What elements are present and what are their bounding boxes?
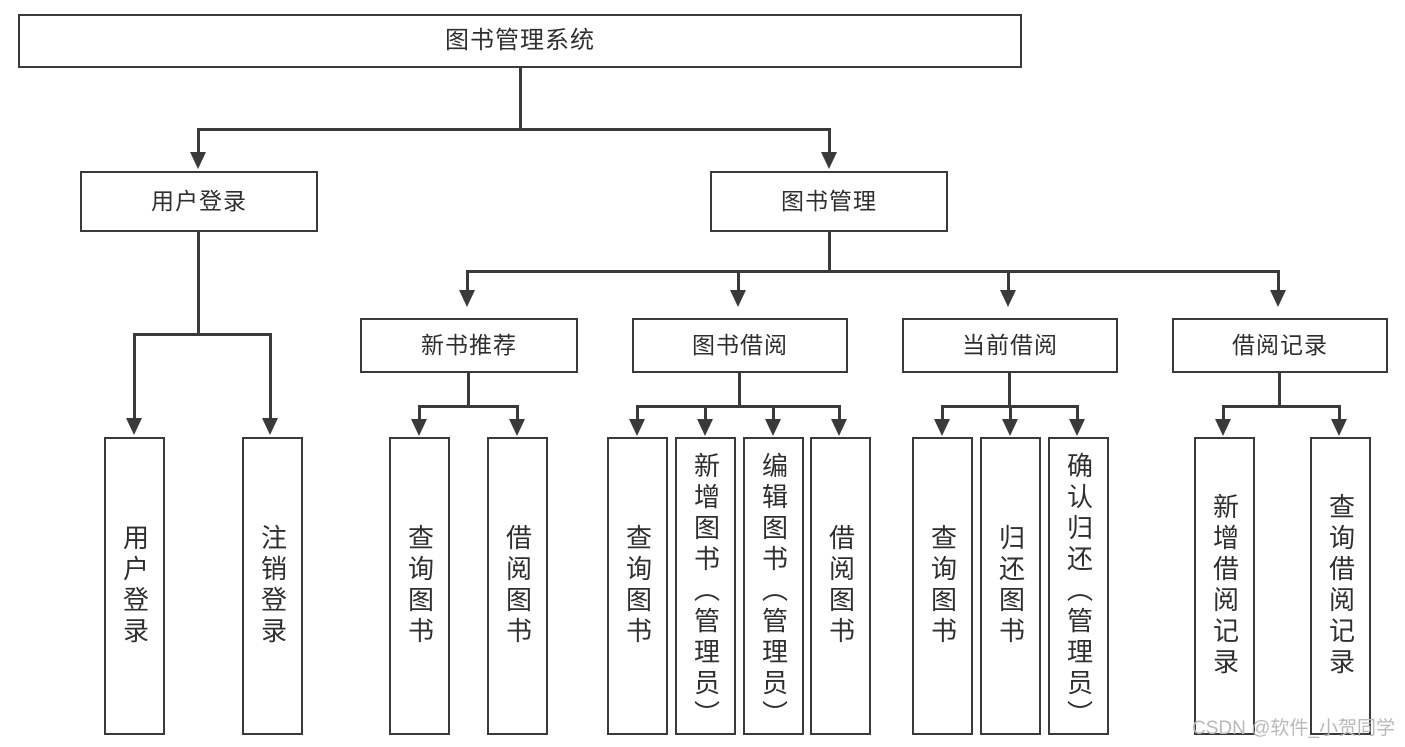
edge-to-user-login xyxy=(197,128,200,154)
edge-user-login-child-2 xyxy=(269,333,272,420)
edge-nbr-child-1 xyxy=(418,405,421,421)
leaf-br-query-record[interactable]: 查询借阅记录 xyxy=(1310,437,1371,735)
node-label: 查询借阅记录 xyxy=(1325,493,1356,679)
node-label: 新增借阅记录 xyxy=(1209,493,1240,679)
arrowhead-cb-child-3 xyxy=(1069,419,1085,436)
leaf-cb-query-book[interactable]: 查询图书 xyxy=(912,437,973,735)
edge-bb-child-4 xyxy=(838,405,841,421)
node-label: 注销登录 xyxy=(257,524,288,648)
csdn-watermark: CSDN @软件_小贺同学 xyxy=(1192,718,1395,739)
edge-bm-child-3 xyxy=(1007,270,1010,292)
arrowhead-nbr-child-1 xyxy=(411,419,427,436)
edge-bb-child-2 xyxy=(704,405,707,421)
edge-user-login-child-1 xyxy=(133,333,136,420)
node-current-borrow[interactable]: 当前借阅 xyxy=(902,318,1118,373)
edge-nbr-bar xyxy=(418,405,519,408)
arrowhead-user-login-child-2 xyxy=(262,418,278,435)
arrowhead-nbr-child-2 xyxy=(509,419,525,436)
leaf-user-login-logout[interactable]: 注销登录 xyxy=(242,437,303,735)
node-label: 查询图书 xyxy=(927,524,958,648)
node-label: 新增图书（管理员） xyxy=(690,452,721,731)
leaf-bb-add-book-admin[interactable]: 新增图书（管理员） xyxy=(675,437,736,735)
node-book-management[interactable]: 图书管理 xyxy=(710,171,948,232)
leaf-bb-query-book[interactable]: 查询图书 xyxy=(607,437,668,735)
node-label: 借阅图书 xyxy=(502,524,533,648)
arrowhead-bb-child-2 xyxy=(697,419,713,436)
edge-bb-stem xyxy=(738,373,741,407)
arrowhead-bb-child-3 xyxy=(765,419,781,436)
arrowhead-bm-child-2 xyxy=(730,290,746,307)
arrowhead-to-user-login xyxy=(190,152,206,169)
edge-cb-child-2 xyxy=(1009,405,1012,421)
edge-book-management-bar xyxy=(466,270,1280,273)
node-label: 借阅记录 xyxy=(1232,332,1328,359)
edge-br-stem xyxy=(1278,373,1281,407)
edge-bm-child-4 xyxy=(1277,270,1280,292)
arrowhead-user-login-child-1 xyxy=(126,418,142,435)
edge-to-book-management xyxy=(828,128,831,154)
edge-bm-child-2 xyxy=(737,270,740,292)
arrowhead-bb-child-1 xyxy=(629,419,645,436)
node-label: 查询图书 xyxy=(622,524,653,648)
node-label: 编辑图书（管理员） xyxy=(758,452,789,731)
arrowhead-bm-child-3 xyxy=(1000,290,1016,307)
leaf-nbr-borrow-book[interactable]: 借阅图书 xyxy=(487,437,548,735)
leaf-nbr-query-book[interactable]: 查询图书 xyxy=(389,437,450,735)
node-label: 归还图书 xyxy=(995,524,1026,648)
edge-nbr-stem xyxy=(467,373,470,407)
arrowhead-cb-child-2 xyxy=(1002,419,1018,436)
edge-bb-child-3 xyxy=(772,405,775,421)
arrowhead-cb-child-1 xyxy=(934,419,950,436)
leaf-cb-return-book[interactable]: 归还图书 xyxy=(980,437,1041,735)
leaf-user-login-login[interactable]: 用户登录 xyxy=(104,437,165,735)
node-label: 借阅图书 xyxy=(825,524,856,648)
node-label: 当前借阅 xyxy=(962,332,1058,359)
arrowhead-br-child-1 xyxy=(1215,419,1231,436)
node-label: 图书借阅 xyxy=(692,332,788,359)
node-label: 图书管理 xyxy=(781,188,877,215)
node-label: 用户登录 xyxy=(151,188,247,215)
edge-nbr-child-2 xyxy=(516,405,519,421)
arrowhead-bb-child-4 xyxy=(831,419,847,436)
edge-cb-child-3 xyxy=(1076,405,1079,421)
leaf-cb-confirm-return-admin[interactable]: 确认归还（管理员） xyxy=(1048,437,1109,735)
node-user-login[interactable]: 用户登录 xyxy=(80,171,318,232)
edge-bb-child-1 xyxy=(636,405,639,421)
node-label: 查询图书 xyxy=(404,524,435,648)
edge-bm-child-1 xyxy=(466,270,469,292)
arrowhead-br-child-2 xyxy=(1331,419,1347,436)
edge-br-child-1 xyxy=(1222,405,1225,421)
leaf-bb-borrow-book[interactable]: 借阅图书 xyxy=(810,437,871,735)
arrowhead-bm-child-4 xyxy=(1270,290,1286,307)
edge-book-management-stem xyxy=(828,232,831,272)
node-label: 确认归还（管理员） xyxy=(1063,452,1094,731)
edge-bb-bar xyxy=(636,405,841,408)
node-borrow-record[interactable]: 借阅记录 xyxy=(1172,318,1388,373)
arrowhead-to-book-management xyxy=(821,152,837,169)
edge-br-child-2 xyxy=(1338,405,1341,421)
edge-user-login-bar xyxy=(133,333,272,336)
edge-cb-stem xyxy=(1008,373,1011,407)
edge-cb-child-1 xyxy=(941,405,944,421)
node-root-book-management-system[interactable]: 图书管理系统 xyxy=(18,14,1022,68)
node-book-borrow[interactable]: 图书借阅 xyxy=(632,318,848,373)
node-label: 用户登录 xyxy=(119,524,150,648)
node-new-book-recommend[interactable]: 新书推荐 xyxy=(360,318,578,373)
leaf-bb-edit-book-admin[interactable]: 编辑图书（管理员） xyxy=(743,437,804,735)
leaf-br-add-record[interactable]: 新增借阅记录 xyxy=(1194,437,1255,735)
edge-user-login-stem xyxy=(197,232,200,335)
node-label: 图书管理系统 xyxy=(445,27,595,55)
edge-level2-bar xyxy=(197,128,831,131)
edge-br-bar xyxy=(1222,405,1341,408)
node-label: 新书推荐 xyxy=(421,332,517,359)
edge-root-stem xyxy=(519,68,522,130)
arrowhead-bm-child-1 xyxy=(459,290,475,307)
